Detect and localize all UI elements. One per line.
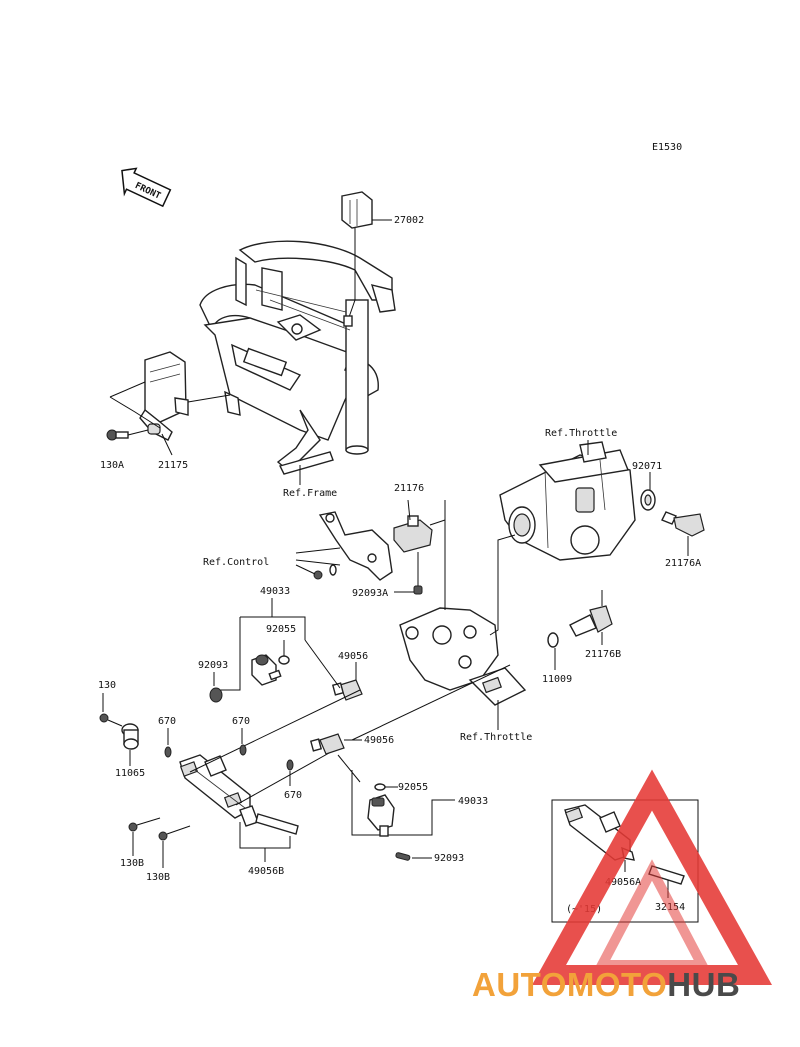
callout-21176A: 21176A — [665, 558, 701, 569]
bolt-130 — [99, 713, 109, 723]
callout-49033-lower: 49033 — [458, 796, 488, 807]
oring-11009 — [547, 632, 559, 648]
oring-670-left — [164, 746, 172, 758]
ref-throttle-top: Ref.Throttle — [545, 428, 617, 439]
callout-49056-lower: 49056 — [364, 735, 394, 746]
callout-130A: 130A — [100, 460, 124, 471]
callout-11065: 11065 — [115, 768, 145, 779]
callout-92093A: 92093A — [352, 588, 388, 599]
grommet-92071 — [640, 489, 656, 511]
ref-throttle-bottom: Ref.Throttle — [460, 732, 532, 743]
watermark-part1: AUTOMOTO — [472, 966, 667, 1003]
throttle-body — [499, 441, 636, 561]
front-arrow-icon: FRONT — [121, 167, 172, 208]
oring-92055-upper — [278, 655, 290, 665]
callout-21176B: 21176B — [585, 649, 621, 660]
callout-49033-upper: 49033 — [260, 586, 290, 597]
sensor-21176B — [569, 605, 613, 637]
injector-upper — [251, 654, 282, 686]
sensor-21176A — [661, 511, 705, 537]
frame-drawing — [199, 240, 396, 475]
fuel-connector-49056-upper — [331, 679, 363, 701]
callout-21175: 21175 — [158, 460, 188, 471]
callout-11009: 11009 — [542, 674, 572, 685]
ref-frame: Ref.Frame — [283, 488, 337, 499]
callout-130: 130 — [98, 680, 116, 691]
bolt-130B-b — [158, 825, 191, 841]
callout-670-mid: 670 — [232, 716, 250, 727]
callout-130B-a: 130B — [120, 858, 144, 869]
callout-92055-upper: 92055 — [266, 624, 296, 635]
fuel-rail — [179, 754, 259, 827]
callout-92093-lower: 92093 — [434, 853, 464, 864]
oring-670-mid — [239, 744, 247, 756]
relay-27002 — [341, 191, 392, 327]
watermark-text: AUTOMOTOHUB — [472, 966, 740, 1003]
bracket-ref-control — [318, 511, 393, 581]
sensor-21176 — [393, 515, 433, 553]
mount-11065 — [121, 723, 139, 750]
callout-92093-upper: 92093 — [198, 660, 228, 671]
bolt-130B-a — [128, 817, 161, 832]
oring-92055-lower — [374, 783, 386, 791]
watermark-part2: HUB — [667, 966, 740, 1003]
bolt-130A — [106, 429, 129, 441]
callout-49056B: 49056B — [248, 866, 284, 877]
callout-21176: 21176 — [394, 483, 424, 494]
fuel-connector-49056-lower — [309, 733, 345, 755]
ecu-21175 — [139, 351, 189, 441]
ref-control: Ref.Control — [203, 557, 269, 568]
throttle-housing-lower — [399, 607, 527, 706]
callout-92071: 92071 — [632, 461, 662, 472]
callout-670-left: 670 — [158, 716, 176, 727]
bolt-ref-control — [313, 564, 337, 580]
callout-49056A: 49056A — [605, 877, 641, 888]
callout-130B-b: 130B — [146, 872, 170, 883]
washer-92093-lower — [395, 852, 411, 861]
callout-92055-lower: 92055 — [398, 782, 428, 793]
watermark-logo — [531, 769, 773, 985]
oring-670-right — [286, 759, 294, 771]
callout-670-right: 670 — [284, 790, 302, 801]
washer-92093A — [413, 585, 423, 595]
washer-92093-upper — [209, 687, 223, 703]
injector-lower — [367, 794, 395, 837]
diagram-code: E1530 — [652, 142, 682, 153]
callout-49056-upper: 49056 — [338, 651, 368, 662]
callout-27002: 27002 — [394, 215, 424, 226]
pipe-49056B — [255, 813, 299, 835]
